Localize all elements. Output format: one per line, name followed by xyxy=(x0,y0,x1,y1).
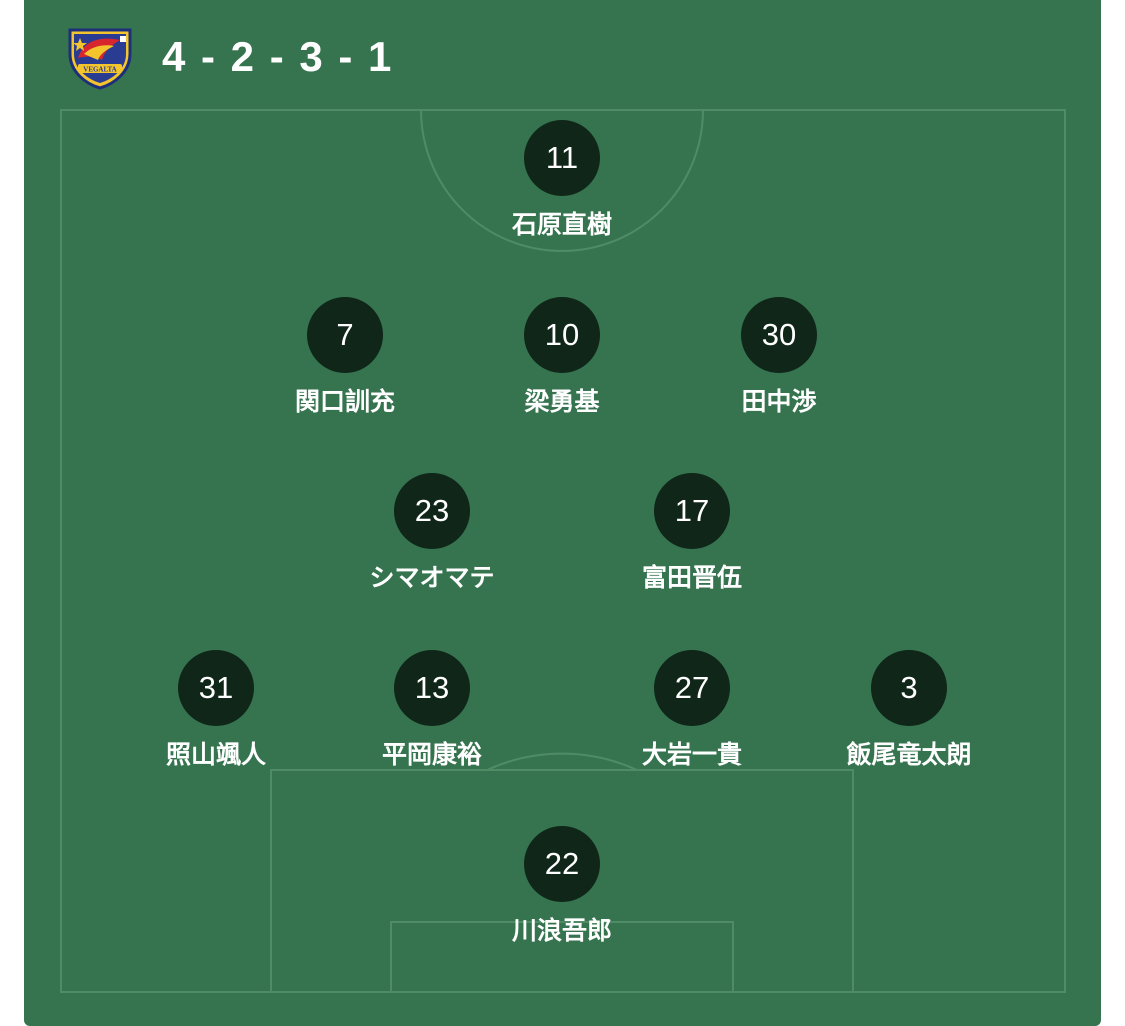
player-number[interactable]: 10 xyxy=(524,297,600,373)
player-number[interactable]: 13 xyxy=(394,650,470,726)
player-lam[interactable]: 7 関口訓充 xyxy=(245,297,445,417)
player-number[interactable]: 23 xyxy=(394,473,470,549)
player-name: シマオマテ xyxy=(369,563,495,592)
player-dm-left[interactable]: 23 シマオマテ xyxy=(332,473,532,593)
player-ram[interactable]: 30 田中渉 xyxy=(679,297,879,417)
lineup-header: VEGALTA 4 - 2 - 3 - 1 xyxy=(64,22,393,92)
player-name: 田中渉 xyxy=(741,387,817,416)
player-name: 平岡康裕 xyxy=(381,740,482,769)
player-name: 飯尾竜太朗 xyxy=(846,740,972,769)
player-name: 関口訓充 xyxy=(294,387,395,416)
formation-label: 4 - 2 - 3 - 1 xyxy=(162,33,394,80)
player-cf[interactable]: 11 石原直樹 xyxy=(462,120,662,240)
player-number[interactable]: 22 xyxy=(524,826,600,902)
player-dm-right[interactable]: 17 富田晋伍 xyxy=(592,473,792,593)
player-name: 川浪吾郎 xyxy=(511,916,612,945)
player-number[interactable]: 17 xyxy=(654,473,730,549)
lineup-card: VEGALTA 4 - 2 - 3 - 1 11 石原直樹 7 関口訓充 10 … xyxy=(24,0,1101,1026)
player-name: 照山颯人 xyxy=(165,740,266,769)
player-lb[interactable]: 31 照山颯人 xyxy=(116,650,316,770)
player-number[interactable]: 27 xyxy=(654,650,730,726)
player-number[interactable]: 31 xyxy=(178,650,254,726)
player-cam[interactable]: 10 梁勇基 xyxy=(462,297,662,417)
player-cb-right[interactable]: 27 大岩一貴 xyxy=(592,650,792,770)
player-cb-left[interactable]: 13 平岡康裕 xyxy=(332,650,532,770)
crest-text: VEGALTA xyxy=(83,66,116,74)
player-name: 石原直樹 xyxy=(511,210,612,239)
player-name: 富田晋伍 xyxy=(641,563,742,592)
player-gk[interactable]: 22 川浪吾郎 xyxy=(462,826,662,946)
player-number[interactable]: 3 xyxy=(871,650,947,726)
player-number[interactable]: 7 xyxy=(307,297,383,373)
player-name: 梁勇基 xyxy=(524,387,600,416)
player-number[interactable]: 30 xyxy=(741,297,817,373)
player-number[interactable]: 11 xyxy=(524,120,600,196)
player-name: 大岩一貴 xyxy=(641,740,742,769)
player-rb[interactable]: 3 飯尾竜太朗 xyxy=(809,650,1009,770)
team-crest-icon: VEGALTA xyxy=(68,28,132,90)
